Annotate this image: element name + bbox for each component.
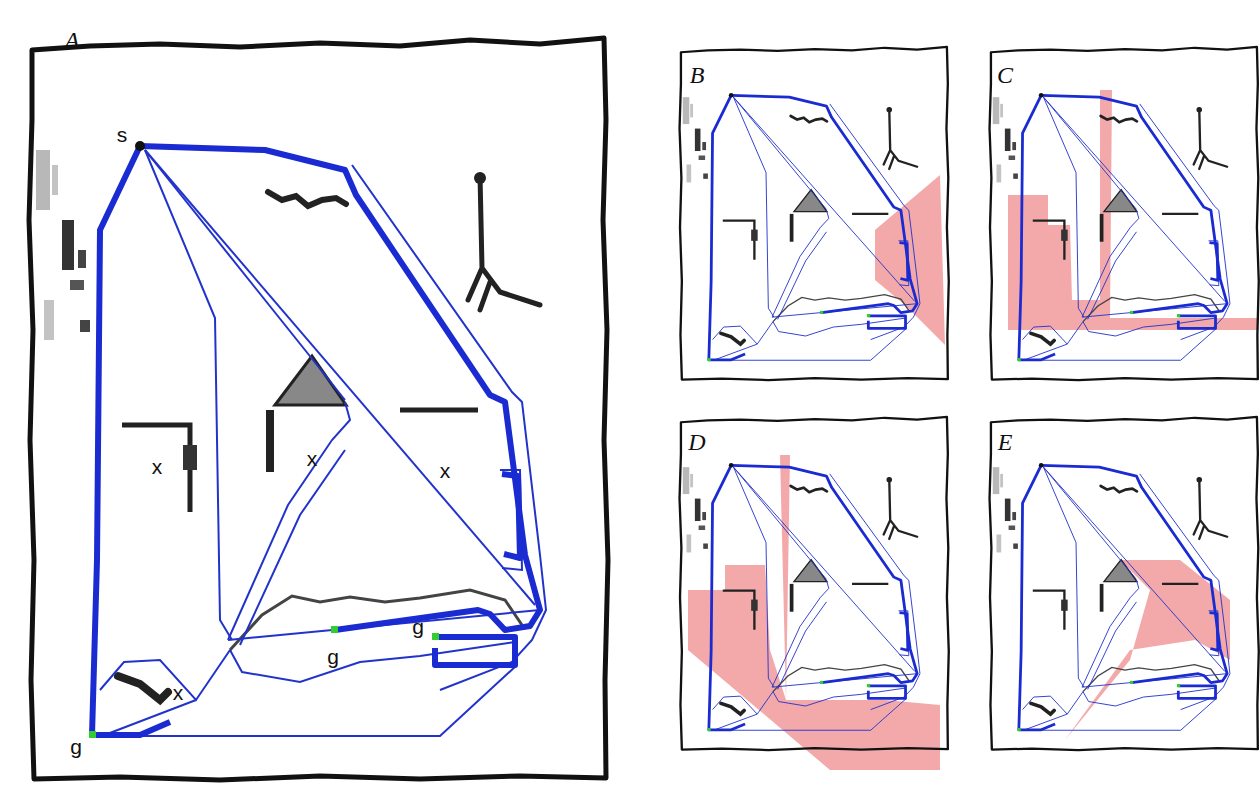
blocked-marker: x xyxy=(152,456,163,477)
blocked-marker: x xyxy=(307,448,318,469)
blocked-marker: x xyxy=(440,460,451,481)
goal-marker: g xyxy=(70,736,82,757)
panel-letter: A xyxy=(65,28,80,52)
start-marker: s xyxy=(117,124,128,145)
panel-letter: D xyxy=(688,430,705,454)
panel-letter: E xyxy=(998,430,1013,454)
goal-marker: g xyxy=(412,616,424,637)
panel-letter: B xyxy=(690,63,705,87)
goal-marker: g xyxy=(327,646,339,667)
panel-letter: C xyxy=(997,63,1013,87)
blocked-marker: x xyxy=(173,682,184,703)
